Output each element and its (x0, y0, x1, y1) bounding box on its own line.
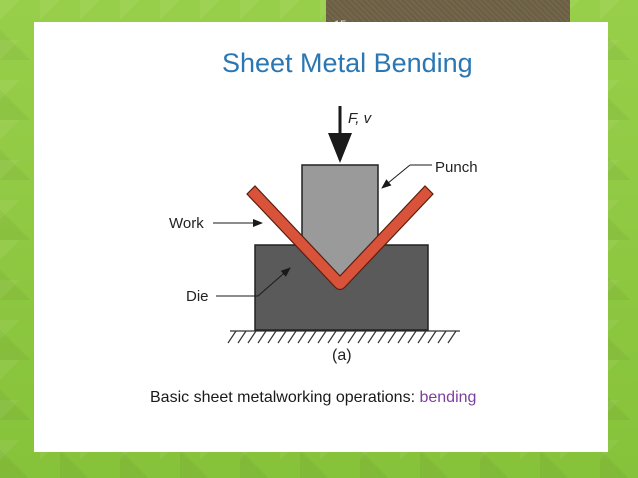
ground-hatch (227, 330, 460, 344)
figure-part-label: (a) (332, 347, 352, 364)
work-sheet (246, 185, 434, 291)
slide-title: Sheet Metal Bending (222, 48, 473, 78)
die-label: Die (186, 288, 209, 305)
caption-text: Basic sheet metalworking operations: (150, 389, 420, 406)
force-label: F, v (348, 110, 372, 127)
caption: Basic sheet metalworking operations: ben… (150, 389, 476, 407)
work-label: Work (169, 215, 204, 232)
caption-highlight: bending (419, 389, 477, 406)
punch-label: Punch (435, 159, 478, 176)
